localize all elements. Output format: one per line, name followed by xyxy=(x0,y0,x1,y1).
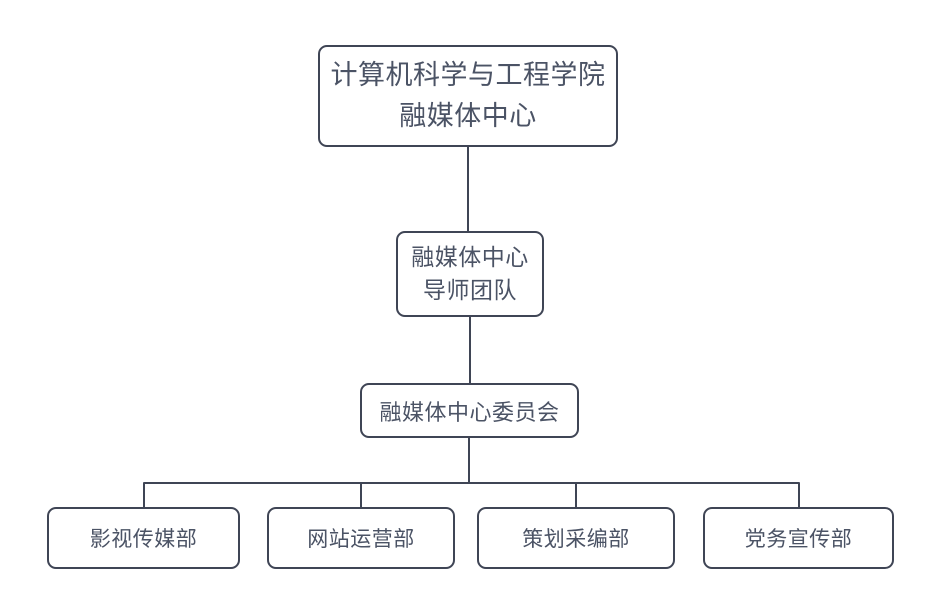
org-node-root-line1: 计算机科学与工程学院 xyxy=(330,60,606,90)
org-node-dept-website-ops: 网站运营部 xyxy=(267,507,455,569)
org-node-committee: 融媒体中心委员会 xyxy=(360,383,579,438)
org-node-dept-planning-editing: 策划采编部 xyxy=(477,507,675,569)
org-node-mentor-team: 融媒体中心 导师团队 xyxy=(396,231,544,317)
org-node-dept-film-media: 影视传媒部 xyxy=(47,507,240,569)
org-node-mentor-line2: 导师团队 xyxy=(423,277,517,303)
org-node-dept-label: 影视传媒部 xyxy=(89,528,198,551)
org-node-dept-label: 策划采编部 xyxy=(522,528,630,551)
org-node-dept-label: 党务宣传部 xyxy=(744,528,853,551)
org-node-committee-label: 融媒体中心委员会 xyxy=(379,399,560,425)
org-node-root: 计算机科学与工程学院 融媒体中心 xyxy=(318,45,618,147)
connector-bus-with-end-drops xyxy=(143,482,800,507)
org-node-dept-party-publicity: 党务宣传部 xyxy=(703,507,894,569)
org-node-mentor-line1: 融媒体中心 xyxy=(411,244,529,270)
org-node-dept-label: 网站运营部 xyxy=(307,528,415,551)
org-node-root-line2: 融媒体中心 xyxy=(399,101,537,131)
